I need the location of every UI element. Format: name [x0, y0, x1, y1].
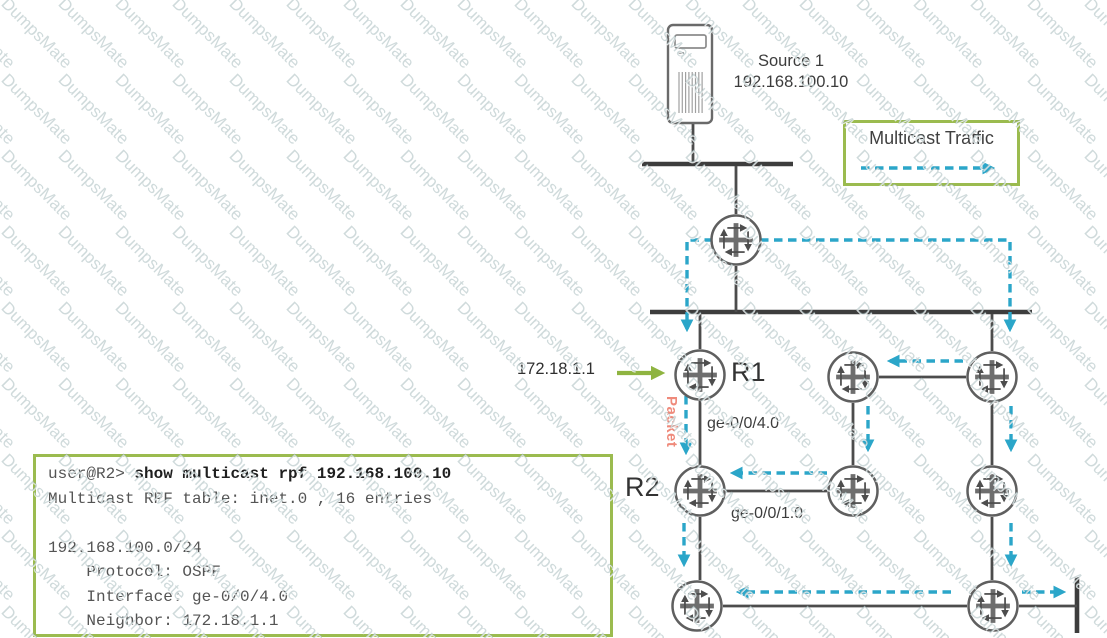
- console-line: Neighbor: 172.18.1.1: [48, 612, 279, 630]
- source-label: Source 1 192.168.100.10: [707, 51, 875, 93]
- console-line: Interface: ge-0/0/4.0: [48, 587, 289, 606]
- cli-command: show multicast rpf 192.168.100.10: [134, 465, 452, 483]
- router-icon-f: [968, 467, 1017, 516]
- router-icon-r1: [676, 351, 725, 400]
- cli-prompt: user@R2>: [48, 465, 135, 483]
- packet-label: Packet: [663, 396, 680, 448]
- router-label-r2: R2: [625, 472, 660, 502]
- router-icon-b: [829, 353, 878, 402]
- interface-label-ge-0-0-1: ge-0/0/1.0: [731, 505, 804, 522]
- router-icon-g: [673, 582, 722, 631]
- router-icon-e: [829, 467, 878, 516]
- router-icon-r2: [676, 467, 725, 516]
- console-line: Protocol: OSPF: [48, 563, 221, 581]
- legend-title: Multicast Traffic: [869, 128, 994, 148]
- solid-links: [698, 166, 1077, 608]
- server-icon: [666, 23, 714, 164]
- cli-output-lines: Multicast RPF table: inet.0 , 16 entries…: [48, 487, 610, 634]
- source-ip: 192.168.100.10: [733, 73, 849, 91]
- multicast-legend: Multicast Traffic: [843, 120, 1020, 186]
- console-line: [48, 511, 610, 536]
- interface-label-ge-0-0-4: ge-0/0/4.0: [707, 415, 780, 432]
- router-icon-h: [969, 582, 1018, 631]
- multicast-flow-right-down: [760, 238, 1017, 333]
- multicast-flow-left-down: [680, 238, 713, 333]
- console-line: Multicast RPF table: inet.0 , 16 entries: [48, 489, 433, 508]
- router-label-r1: R1: [731, 357, 766, 387]
- console-line: 192.168.100.0/24: [48, 538, 202, 557]
- router-icon-top: [712, 216, 761, 265]
- console-command-line: user@R2> show multicast rpf 192.168.100.…: [48, 462, 610, 487]
- router-icon-c: [968, 353, 1017, 402]
- cli-output-box: user@R2> show multicast rpf 192.168.100.…: [33, 454, 613, 637]
- source-name: Source 1: [757, 52, 825, 70]
- multicast-flows: [677, 161, 1067, 599]
- rpf-neighbor-ip-label: 172.18.1.1: [517, 360, 595, 378]
